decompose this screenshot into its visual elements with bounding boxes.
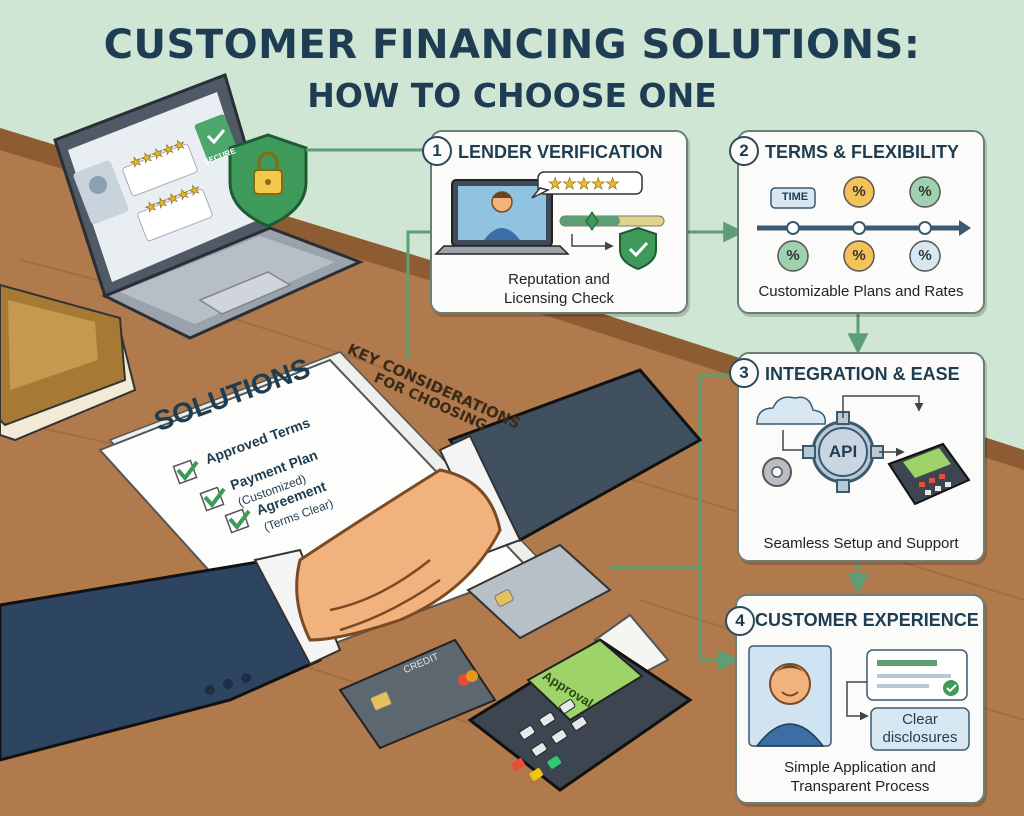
page-title: CUSTOMER FINANCING SOLUTIONS: [103,22,921,68]
step-caption-1-line2: Licensing Check [503,290,615,307]
notebook [0,283,137,442]
disclosure-line1: Clear [902,711,938,728]
step-card-customer-experience: Clear disclosures 4 CUSTOMER EXPERIENCE … [725,594,985,804]
percent-icon: % [786,247,800,264]
step-title-1: LENDER VERIFICATION [458,142,663,162]
integration-illustration [756,395,971,506]
step-card-lender-verification: ★★★★★ 1 LENDER VERIFICATION Reputation a… [422,130,688,314]
percent-icon: % [852,247,866,264]
step-number-1: 1 [422,136,452,166]
step-number-2: 2 [729,136,759,166]
step-caption-2: Customizable Plans and Rates [758,283,964,300]
credit-card-dark [338,638,497,750]
security-shield-icon [228,133,308,228]
credit-card-grey [466,543,612,640]
percent-icon: % [852,183,866,200]
terms-flexibility-illustration [757,176,971,272]
step-title-4: CUSTOMER EXPERIENCE [755,610,979,630]
step-caption-3: Seamless Setup and Support [763,535,959,552]
step-number-4: 4 [725,606,755,636]
step-caption-4-line2: Transparent Process [790,778,930,795]
lender-verification-illustration [434,171,665,271]
disclosure-line2: disclosures [882,729,958,746]
api-label: API [828,442,858,461]
step-caption-4-line1: Simple Application and [784,759,936,776]
lender-rating-stars: ★★★★★ [548,176,620,194]
step-card-terms-flexibility: TIME % % % % % 2 TERMS & FLEXIBILITY Cus… [729,130,985,314]
laptop [53,73,364,340]
step-card-integration-ease: API 3 INTEGRATION & EASE Seamless Setup … [729,352,985,562]
card-terminal [467,613,693,792]
connector-lines [306,148,869,671]
page-subtitle: HOW TO CHOOSE ONE [307,76,717,115]
step-title-2: TERMS & FLEXIBILITY [765,142,960,162]
step-title-3: INTEGRATION & EASE [765,364,960,384]
time-label: TIME [781,191,809,203]
customer-experience-illustration [748,645,970,751]
step-number-3: 3 [729,358,759,388]
handshake [0,368,703,762]
percent-icon: % [918,247,932,264]
percent-icon: % [918,183,932,200]
step-caption-1-line1: Reputation and [508,271,610,288]
